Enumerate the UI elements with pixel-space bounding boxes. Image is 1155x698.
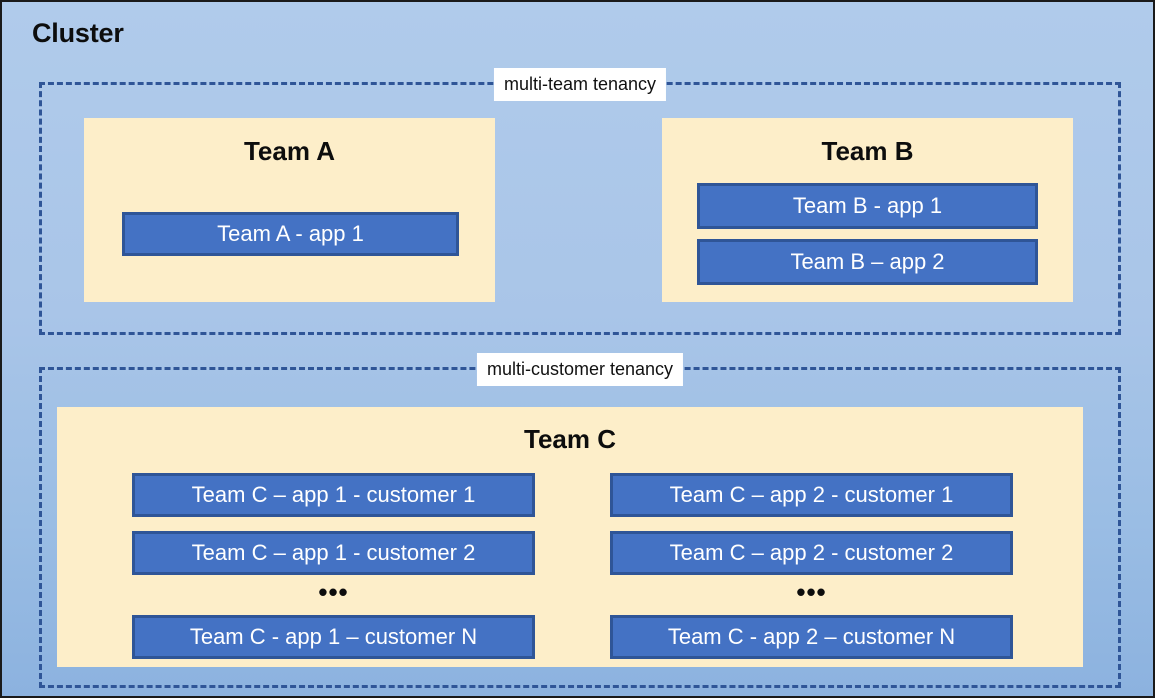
app-chip-team-c-app-1-customer-n[interactable]: Team C - app 1 – customer N xyxy=(132,615,535,659)
page-title: Cluster xyxy=(32,18,124,48)
app-chip-team-c-app-2-customer-2[interactable]: Team C – app 2 - customer 2 xyxy=(610,531,1013,575)
app-chip-team-c-app-2-customer-1[interactable]: Team C – app 2 - customer 1 xyxy=(610,473,1013,517)
ellipsis-app-2-column: ••• xyxy=(796,577,827,607)
ellipsis-app-1-column: ••• xyxy=(318,577,349,607)
team-title-team-a: Team A xyxy=(243,136,336,166)
app-chip-team-c-app-1-customer-2[interactable]: Team C – app 1 - customer 2 xyxy=(132,531,535,575)
tenancy-group-multi-customer: multi-customer tenancy xyxy=(39,353,1121,688)
tenancy-label-multi-team: multi-team tenancy xyxy=(493,68,667,101)
team-box-team-a: Team A Team A - app 1 xyxy=(84,118,495,302)
team-title-team-c: Team C xyxy=(524,424,616,454)
app-chip-team-c-app-1-customer-1[interactable]: Team C – app 1 - customer 1 xyxy=(132,473,535,517)
tenancy-group-multi-team: multi-team tenancy xyxy=(39,68,1121,335)
app-chip-team-c-app-2-customer-n[interactable]: Team C - app 2 – customer N xyxy=(610,615,1013,659)
tenancy-label-multi-customer: multi-customer tenancy xyxy=(476,353,684,386)
app-chip-team-a-app-1[interactable]: Team A - app 1 xyxy=(122,212,459,256)
team-title-team-b: Team B xyxy=(821,136,914,166)
team-box-team-b: Team B Team B - app 1 Team B – app 2 xyxy=(662,118,1073,302)
app-chip-team-b-app-1[interactable]: Team B - app 1 xyxy=(697,183,1038,229)
app-chip-team-b-app-2[interactable]: Team B – app 2 xyxy=(697,239,1038,285)
team-box-team-c: Team C Team C – app 1 - customer 1 Team … xyxy=(57,407,1083,667)
